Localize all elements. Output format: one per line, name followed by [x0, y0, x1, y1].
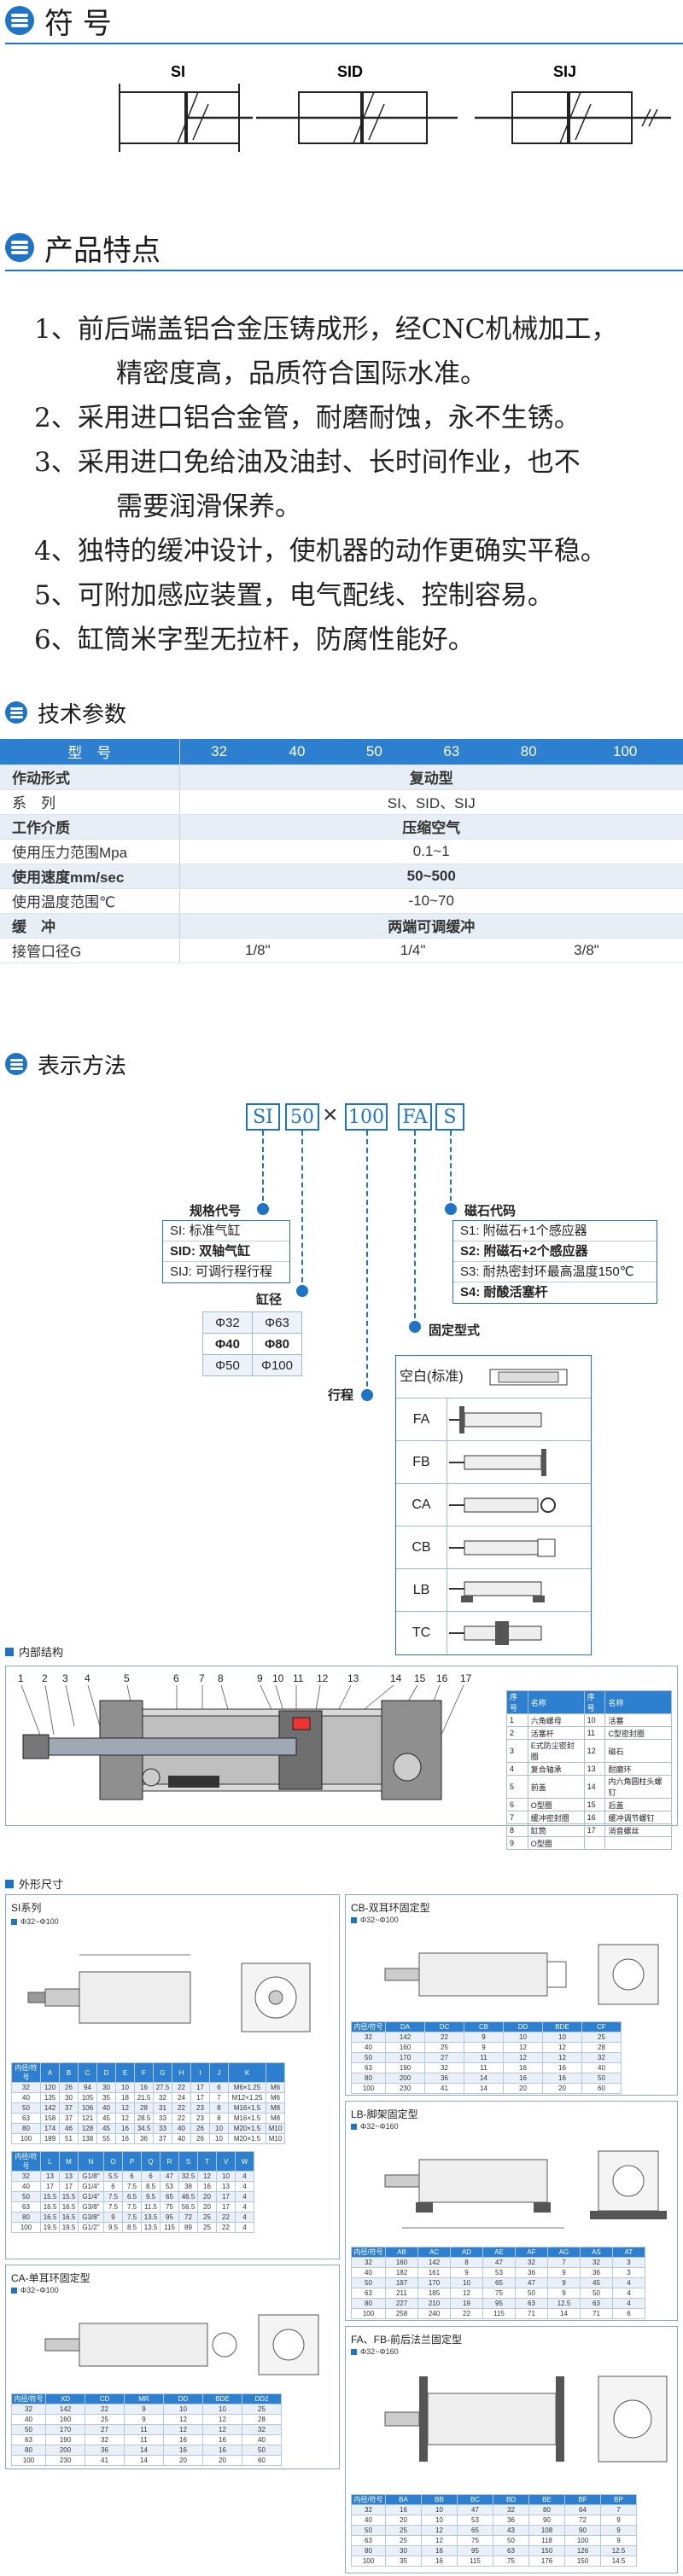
specs-header: 技术参数	[0, 700, 683, 728]
spec-row: 作动形式 复动型	[0, 765, 683, 790]
svg-text:7: 7	[199, 1672, 205, 1684]
feature-line: 需要润滑保养。	[116, 491, 301, 522]
series-box: SI: 标准气缸 SID: 双轴气缸 SIJ: 可调行程行程	[162, 1220, 290, 1283]
feature-line: 5、可附加感应装置，电气配线、控制容易。	[34, 580, 554, 611]
svg-text:12: 12	[317, 1672, 329, 1684]
stroke-label: 行程	[328, 1388, 354, 1403]
feature-line: 精密度高，品质符合国际水准。	[116, 358, 487, 389]
spec-row: 使用压力范围Mpa 0.1~1	[0, 839, 683, 864]
magnet-box: S1: 附磁石+1个感应器 S2: 附磁石+2个感应器 S3: 耐热密封环最高温…	[452, 1220, 657, 1304]
features-header: 产品特点	[0, 230, 683, 271]
feature-line: 6、缸筒米字型无拉杆，防腐性能好。	[34, 625, 475, 655]
svg-text:13: 13	[347, 1672, 359, 1684]
feature-line: 3、采用进口免给油及油封、长时间作业，也不	[34, 447, 581, 478]
spec-row: 工作介质 压缩空气	[0, 814, 683, 840]
mount-table: 空白(标准) FA FB CA CB LB TC	[395, 1355, 592, 1655]
square-bullet-icon	[5, 1647, 14, 1656]
code-bore: 50	[285, 1103, 319, 1131]
ca-drawing	[44, 2314, 319, 2375]
svg-text:1: 1	[18, 1672, 24, 1684]
section-bullet-icon	[5, 233, 34, 262]
section-bullet-icon	[5, 1053, 27, 1075]
feature-line: 2、采用进口铝合金管，耐磨耐蚀，永不生锈。	[34, 403, 581, 433]
svg-text:6: 6	[173, 1672, 179, 1684]
series-label: 规格代号	[190, 1204, 242, 1218]
spec-row: 使用速度mm/sec 50~500	[0, 864, 683, 889]
feature-line: 4、独特的缓冲设计，使机器的动作更确实平稳。	[34, 536, 607, 567]
dimensions-header: 外形尺寸	[5, 1875, 63, 1892]
structure-header: 内部结构	[5, 1643, 63, 1660]
symbol-label-sid: SID	[337, 63, 363, 80]
spec-row: 缓 冲 两端可调缓冲	[0, 913, 683, 939]
section-bullet-icon	[5, 701, 27, 724]
svg-text:17: 17	[460, 1672, 472, 1684]
notation-header: 表示方法	[0, 1051, 683, 1079]
fa-drawing	[384, 2375, 668, 2463]
spec-header-row: 型 号 32 40 50 63 80 100	[0, 739, 683, 765]
section-bullet-icon	[5, 6, 34, 35]
structure-drawing: 1 2 3 4 5 6 7 8 9 10 11 12 13 14 15 16 1…	[18, 1672, 472, 1800]
mount-label: 固定型式	[429, 1323, 481, 1338]
code-series: SI	[246, 1103, 280, 1131]
code-times: ×	[323, 1101, 338, 1129]
features-title: 产品特点	[44, 233, 161, 268]
symbols-title: 符 号	[44, 6, 112, 41]
specs-title: 技术参数	[38, 701, 127, 728]
symbol-label-sij: SIJ	[553, 63, 576, 80]
notation-title: 表示方法	[38, 1053, 127, 1079]
lb-drawing	[384, 2150, 667, 2229]
code-mount: FA	[398, 1103, 432, 1131]
svg-text:2: 2	[42, 1672, 48, 1684]
features-list: 1、前后端盖铝合金压铸成形，经CNC机械加工， 精密度高，品质符合国际水准。 2…	[34, 307, 666, 662]
svg-text:9: 9	[257, 1672, 263, 1684]
magnet-label: 磁石代码	[464, 1204, 517, 1218]
square-bullet-icon	[5, 1879, 14, 1888]
svg-text:10: 10	[272, 1672, 284, 1684]
svg-text:3: 3	[62, 1672, 68, 1684]
svg-text:5: 5	[124, 1672, 130, 1684]
code-stroke: 100	[345, 1103, 388, 1131]
svg-text:15: 15	[414, 1672, 426, 1684]
spec-row: 使用温度范围℃ -10~70	[0, 888, 683, 914]
spec-row: 接管口径G 1/8" 1/4" 3/8"	[0, 938, 683, 963]
svg-text:16: 16	[436, 1672, 448, 1684]
svg-text:11: 11	[293, 1672, 304, 1684]
symbols-header: 符 号	[0, 3, 683, 44]
feature-line: 1、前后端盖铝合金压铸成形，经CNC机械加工，	[34, 314, 618, 345]
code-magnet: S	[435, 1103, 464, 1131]
symbol-label-si: SI	[171, 63, 185, 80]
spec-row: 系 列 SI、SID、SIJ	[0, 789, 683, 815]
svg-text:8: 8	[218, 1672, 224, 1684]
svg-text:4: 4	[85, 1672, 90, 1684]
structure-panel: 1 2 3 4 5 6 7 8 9 10 11 12 13 14 15 16 1…	[5, 1666, 678, 1850]
spec-table: 型 号 32 40 50 63 80 100 作动形式 复动型 系 列 SI、S…	[0, 739, 683, 963]
cb-drawing	[384, 1944, 659, 2005]
svg-text:14: 14	[390, 1672, 402, 1684]
bore-label: 缸径	[256, 1293, 283, 1307]
cylinder-symbols: SI SID SIJ	[119, 63, 671, 152]
si-drawing	[27, 1954, 311, 2032]
